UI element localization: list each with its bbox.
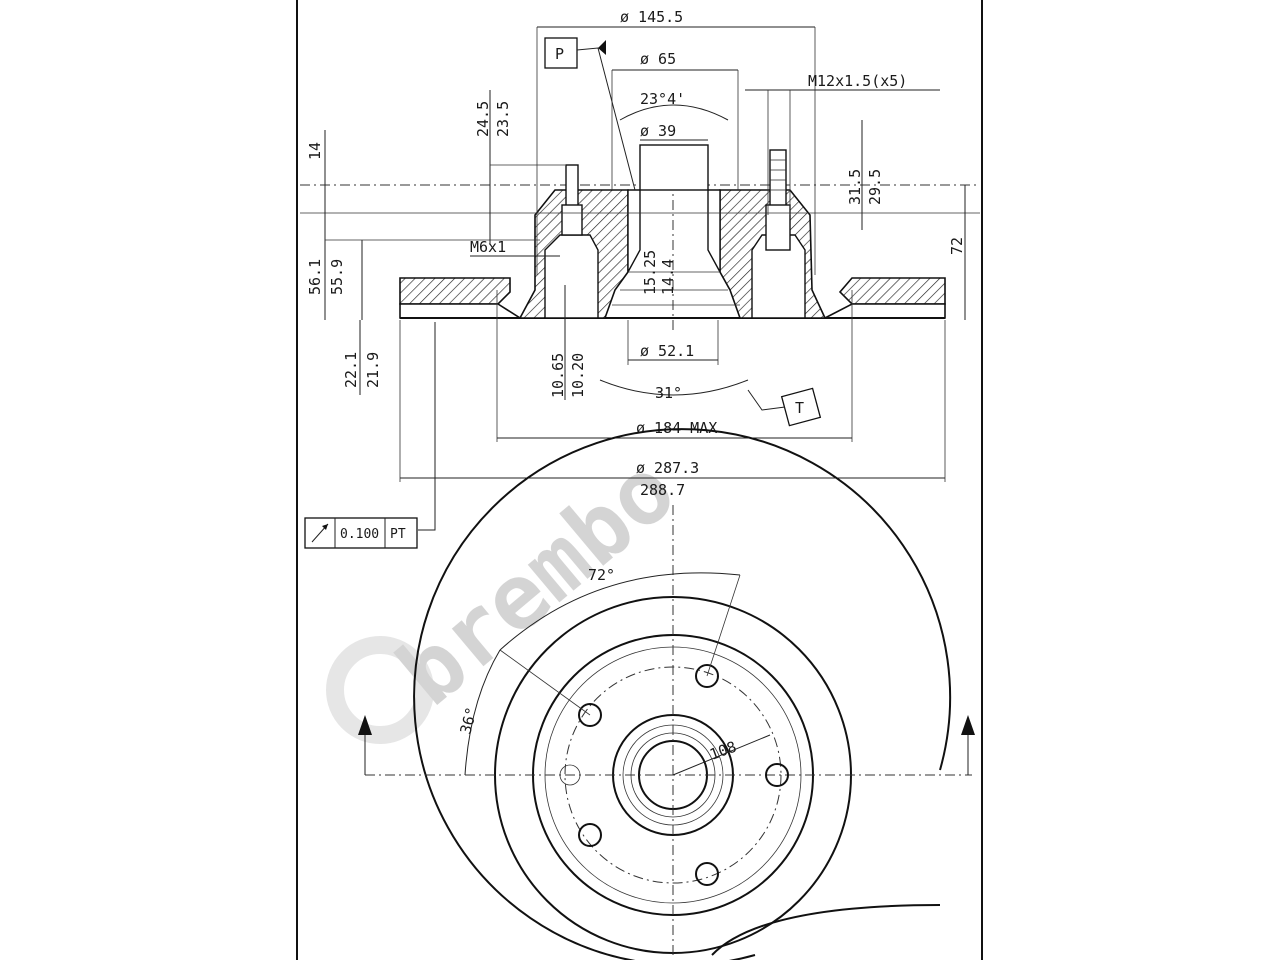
dim-21-9-label: 21.9	[364, 352, 382, 388]
screw-hole	[559, 764, 581, 786]
rotor-ring-left	[399, 277, 511, 305]
cavity-right	[751, 234, 806, 319]
stud-hole	[695, 664, 719, 688]
dim-287-label: ø 287.3	[636, 459, 699, 477]
stud-m12-base	[765, 204, 791, 251]
dim-184-label: ø 184 MAX	[636, 419, 717, 437]
angle-36-arc	[464, 649, 501, 776]
datum-p-leader	[576, 47, 636, 191]
angle-72-leg	[706, 574, 741, 677]
cavity-left	[544, 234, 599, 319]
stud-hole	[578, 703, 602, 727]
dim-10-20-label: 10.20	[569, 353, 587, 398]
dim-72-label: 72	[948, 237, 966, 255]
section-arrow-right-icon	[961, 715, 975, 735]
tolerance-value: 0.100	[340, 527, 379, 542]
angle-31-label: 31°	[655, 384, 682, 402]
runout-leader	[418, 322, 436, 531]
thread-m6-label: M6x1	[470, 238, 506, 256]
outer-disc-edge	[413, 428, 952, 965]
dim-22-1-label: 22.1	[342, 352, 360, 388]
dim-10-65-label: 10.65	[549, 353, 567, 398]
stud-hole	[695, 862, 719, 886]
pcd-108-label: 108	[707, 738, 739, 764]
tolerance-datum: PT	[390, 527, 406, 542]
datum-p-arrow	[598, 40, 606, 55]
rotor-ring-right-lower	[824, 303, 946, 319]
rotor-ring-right	[838, 277, 946, 305]
tolerance-box	[304, 517, 418, 549]
pcd-leader	[672, 734, 771, 776]
angle-23-arc	[619, 104, 729, 121]
dim-31-5-label: 31.5	[846, 169, 864, 205]
runout-arrow-icon	[322, 524, 328, 530]
datum-t-box	[780, 387, 822, 427]
stud-hole	[578, 823, 602, 847]
section-arrow-left-icon	[358, 715, 372, 735]
dim-15-25-label: 15.25	[641, 250, 659, 295]
bore-left	[627, 189, 641, 273]
dim-39-label: ø 39	[640, 122, 676, 140]
dim-23-5-label: 23.5	[494, 101, 512, 137]
outer-disc-cut	[711, 904, 941, 956]
dim-145-label: ø 145.5	[620, 8, 683, 26]
datum-p-label: P	[555, 45, 564, 63]
datum-t-leader	[747, 389, 786, 411]
stud-holes	[559, 664, 789, 886]
dim-14-label: 14	[306, 142, 324, 160]
front-view: 72° 36° 108	[358, 428, 975, 965]
angle-31-arc	[599, 379, 749, 396]
dim-14-4-label: 14.4	[659, 259, 677, 295]
screw-m6-head	[561, 204, 583, 236]
angle-72-label: 72°	[588, 566, 615, 584]
stud-hole	[765, 763, 789, 787]
dim-56-1-label: 56.1	[306, 259, 324, 295]
rotor-ring-left-lower	[399, 303, 523, 319]
dim-55-9-label: 55.9	[328, 259, 346, 295]
thread-m12-label: M12x1.5(x5)	[808, 72, 907, 90]
dim-29-5-label: 29.5	[866, 169, 884, 205]
dim-288-label: 288.7	[640, 481, 685, 499]
dim-65-label: ø 65	[640, 50, 676, 68]
runout-tolerance-frame: 0.100 PT	[304, 517, 418, 549]
dim-52-label: ø 52.1	[640, 342, 694, 360]
dim-24-5-label: 24.5	[474, 101, 492, 137]
angle-36-leg	[499, 649, 591, 716]
datum-t-label: T	[795, 399, 804, 417]
bore-top	[639, 144, 709, 191]
angle-23-label: 23°4'	[640, 90, 685, 108]
datum-p-box	[544, 37, 578, 69]
section-view: ø 145.5 ø 65 23°4' ø 39 M12x1.5(x5) P 14…	[300, 8, 980, 531]
bore-right	[707, 189, 721, 273]
angle-72-arc	[499, 572, 741, 651]
